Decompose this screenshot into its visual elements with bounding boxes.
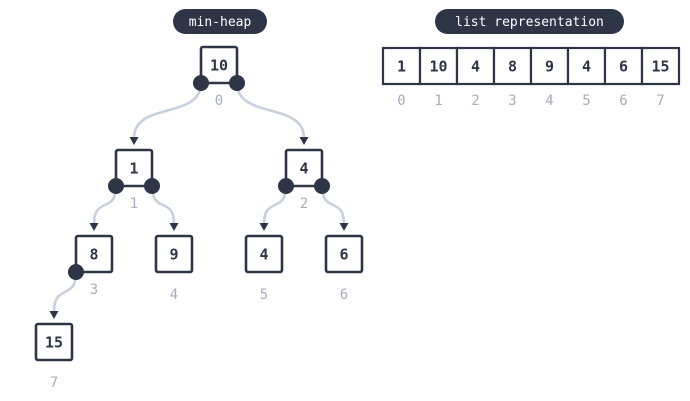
list-index-label: 5 bbox=[582, 93, 590, 109]
list-cell-value: 6 bbox=[619, 58, 628, 76]
tree-node-4: 9 bbox=[154, 234, 194, 274]
list-representation-title: list representation bbox=[455, 15, 604, 30]
list-cell-value: 9 bbox=[545, 58, 554, 76]
left-port-dot bbox=[278, 178, 294, 194]
left-port-dot bbox=[68, 264, 84, 280]
node-box bbox=[34, 322, 74, 362]
node-value: 15 bbox=[45, 334, 63, 352]
list-cell-value: 15 bbox=[651, 58, 669, 76]
list-array: 1 10 4 8 9 4 6 15 0 1 2 3 4 5 6 7 bbox=[381, 46, 681, 109]
node-ports bbox=[68, 75, 330, 280]
arrow-head-icon bbox=[129, 137, 139, 145]
min-heap-label: min-heap bbox=[173, 9, 267, 34]
list-cell-box bbox=[603, 46, 644, 86]
list-cell-value: 1 bbox=[397, 58, 406, 76]
tree-node-1: 1 bbox=[114, 148, 154, 188]
list-index-label: 1 bbox=[434, 93, 442, 109]
list-cell-7: 15 bbox=[640, 46, 681, 86]
node-box bbox=[244, 234, 284, 274]
list-index-label: 0 bbox=[397, 93, 405, 109]
list-cell-value: 8 bbox=[508, 58, 517, 76]
list-cell-box bbox=[566, 46, 607, 86]
tree-node-7: 15 bbox=[34, 322, 74, 362]
list-cell-1: 10 bbox=[418, 46, 459, 86]
list-representation-label: list representation bbox=[435, 9, 624, 34]
tree-edge-0-2 bbox=[235, 82, 306, 139]
list-cell-value: 4 bbox=[471, 58, 480, 76]
node-box bbox=[284, 148, 324, 188]
list-index-label: 6 bbox=[619, 93, 627, 109]
arrow-head-icon bbox=[339, 223, 349, 231]
node-index-label: 5 bbox=[260, 287, 268, 303]
arrow-head-icon bbox=[89, 223, 99, 231]
node-index-label: 3 bbox=[90, 282, 98, 298]
right-port-dot bbox=[314, 178, 330, 194]
node-index-label: 6 bbox=[340, 287, 348, 303]
arrow-head-icon bbox=[49, 311, 59, 319]
list-cell-value: 10 bbox=[429, 58, 447, 76]
node-value: 1 bbox=[129, 160, 138, 178]
list-cell-5: 4 bbox=[566, 46, 607, 86]
node-value: 8 bbox=[89, 246, 98, 264]
tree-edge-0-1 bbox=[132, 82, 203, 139]
node-index-label: 0 bbox=[215, 93, 223, 109]
node-box bbox=[74, 234, 114, 274]
node-value: 4 bbox=[259, 246, 268, 264]
node-index-label: 4 bbox=[170, 287, 178, 303]
tree-node-0: 10 bbox=[199, 45, 239, 85]
right-port-dot bbox=[144, 178, 160, 194]
node-index-label: 7 bbox=[50, 375, 58, 391]
right-port-dot bbox=[229, 75, 245, 91]
list-cell-value: 4 bbox=[582, 58, 591, 76]
list-cell-box bbox=[418, 46, 459, 86]
list-cell-6: 6 bbox=[603, 46, 644, 86]
list-cell-box bbox=[529, 46, 570, 86]
arrow-head-icon bbox=[299, 137, 309, 145]
list-cell-4: 9 bbox=[529, 46, 570, 86]
arrow-head-icon bbox=[259, 223, 269, 231]
list-index-label: 3 bbox=[508, 93, 516, 109]
tree-node-5: 4 bbox=[244, 234, 284, 274]
arrow-head-icon bbox=[169, 223, 179, 231]
node-box bbox=[199, 45, 239, 85]
list-cell-3: 8 bbox=[492, 46, 533, 86]
left-port-dot bbox=[108, 178, 124, 194]
node-value: 9 bbox=[169, 246, 178, 264]
left-port-dot bbox=[193, 75, 209, 91]
min-heap-title: min-heap bbox=[189, 15, 252, 30]
node-index-label: 1 bbox=[130, 196, 138, 212]
list-cell-box bbox=[381, 46, 422, 86]
list-cell-box bbox=[455, 46, 496, 86]
tree-node-2: 4 bbox=[284, 148, 324, 188]
node-box bbox=[154, 234, 194, 274]
node-value: 6 bbox=[339, 246, 348, 264]
node-box bbox=[324, 234, 364, 274]
tree-nodes: 10 0 1 1 4 2 8 3 9 4 4 5 6 6 15 7 bbox=[34, 45, 364, 391]
list-index-label: 4 bbox=[545, 93, 553, 109]
list-cell-0: 1 bbox=[381, 46, 422, 86]
tree-node-3: 8 bbox=[74, 234, 114, 274]
list-index-label: 7 bbox=[656, 93, 664, 109]
node-value: 4 bbox=[299, 160, 308, 178]
list-cell-box bbox=[640, 46, 681, 86]
node-value: 10 bbox=[210, 57, 228, 75]
node-index-label: 2 bbox=[300, 196, 308, 212]
tree-node-6: 6 bbox=[324, 234, 364, 274]
list-cell-2: 4 bbox=[455, 46, 496, 86]
list-index-label: 2 bbox=[471, 93, 479, 109]
node-box bbox=[114, 148, 154, 188]
